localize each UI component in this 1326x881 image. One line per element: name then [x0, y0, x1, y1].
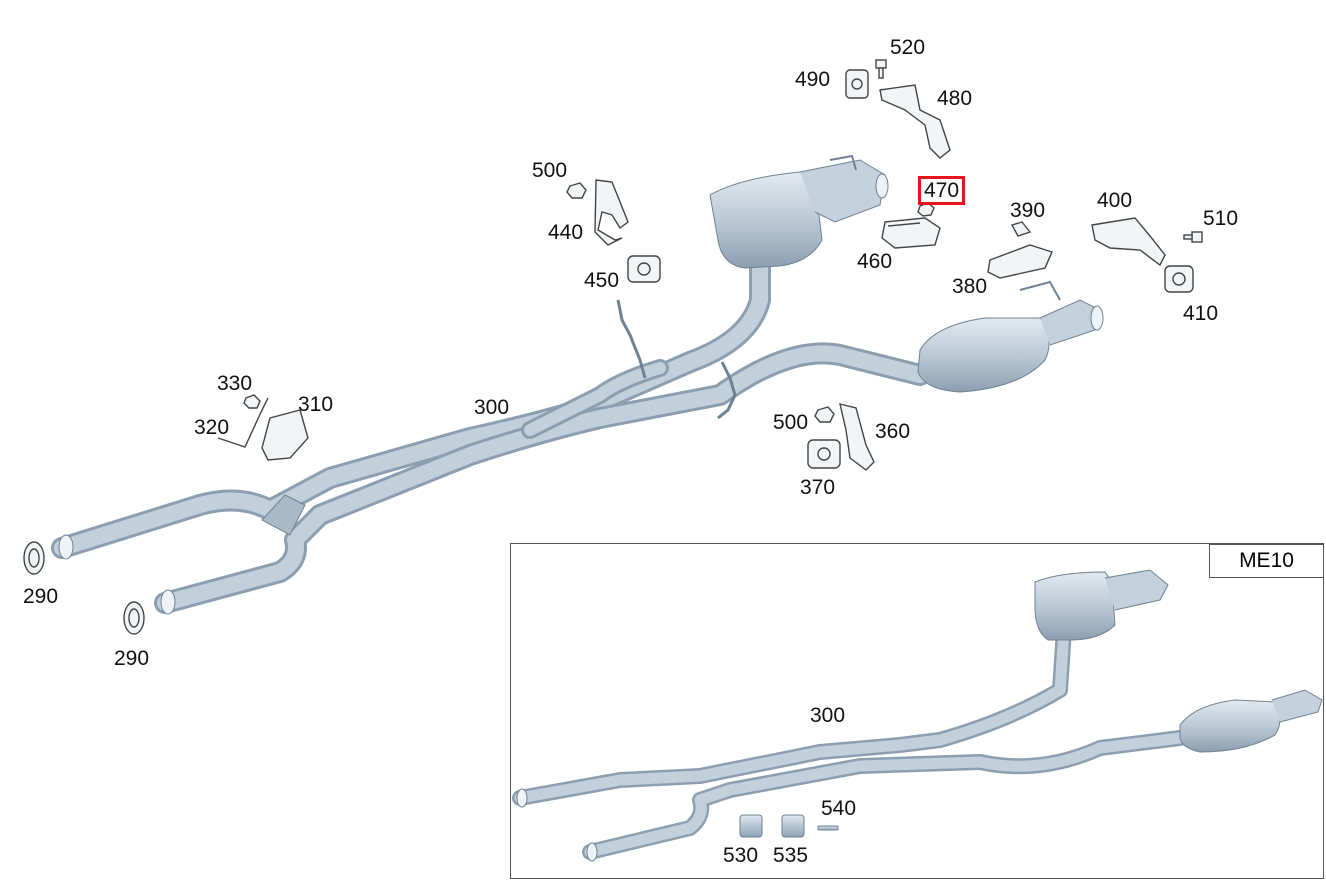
part-450-rubber-mount — [627, 255, 661, 283]
label-500-upper[interactable]: 500 — [532, 159, 568, 182]
part-530-sleeve — [739, 814, 763, 838]
label-310[interactable]: 310 — [298, 393, 334, 416]
inset-mufflers — [1034, 569, 1323, 753]
part-490-rubber-mount — [845, 69, 869, 99]
part-290-clamp-left — [23, 541, 45, 575]
label-390[interactable]: 390 — [1010, 199, 1046, 222]
label-510[interactable]: 510 — [1203, 207, 1239, 230]
label-480[interactable]: 480 — [937, 87, 973, 110]
label-530[interactable]: 530 — [723, 844, 759, 867]
label-520[interactable]: 520 — [890, 36, 926, 59]
hanger-mid-right — [717, 361, 737, 420]
exploded-parts — [23, 59, 1203, 635]
inset-loose-parts — [739, 814, 839, 838]
label-400[interactable]: 400 — [1097, 189, 1133, 212]
label-380[interactable]: 380 — [952, 275, 988, 298]
label-300-inset[interactable]: 300 — [810, 704, 846, 727]
label-300[interactable]: 300 — [474, 396, 510, 419]
part-390-clip — [1010, 221, 1032, 237]
y-junction-plate — [261, 494, 306, 536]
label-540[interactable]: 540 — [821, 797, 857, 820]
part-360-bracket — [839, 403, 875, 471]
inset-variant-label: ME10 — [1209, 544, 1324, 578]
label-320[interactable]: 320 — [194, 416, 230, 439]
part-510-bolt — [1183, 231, 1203, 243]
label-450[interactable]: 450 — [584, 269, 620, 292]
part-320-strap — [217, 397, 269, 448]
label-535[interactable]: 535 — [773, 844, 809, 867]
label-360[interactable]: 360 — [875, 420, 911, 443]
rear-muffler-left — [709, 154, 889, 269]
part-330-nut — [243, 394, 261, 409]
part-500-nut-lower — [814, 406, 835, 423]
inset-frame-me10 — [510, 543, 1324, 879]
part-290-clamp-right — [123, 601, 145, 635]
part-460-actuator — [881, 217, 941, 249]
part-400-bracket — [1091, 217, 1166, 267]
part-500-nut-upper — [566, 182, 587, 199]
inset-pipe-inlet-lower — [586, 842, 598, 862]
part-380-actuator — [987, 244, 1053, 279]
inset-pipe-inlet-upper — [516, 788, 528, 808]
label-290-right[interactable]: 290 — [114, 647, 150, 670]
rear-muffler-right — [917, 280, 1104, 393]
part-440-bracket — [594, 179, 629, 246]
label-290-left[interactable]: 290 — [23, 585, 59, 608]
label-460[interactable]: 460 — [857, 250, 893, 273]
part-480-bracket — [879, 84, 951, 159]
label-470-highlighted[interactable]: 470 — [918, 176, 966, 205]
inset-me10-pipes — [512, 622, 1188, 860]
label-370[interactable]: 370 — [800, 476, 836, 499]
main-exhaust-pipes — [51, 257, 931, 614]
part-540-pin — [817, 825, 839, 831]
label-490[interactable]: 490 — [795, 68, 831, 91]
label-330[interactable]: 330 — [217, 372, 253, 395]
part-310-actuator — [261, 409, 309, 461]
part-410-rubber-mount — [1164, 265, 1194, 293]
hanger-mid-left — [616, 299, 647, 379]
pipe-inlet-left — [58, 534, 74, 560]
part-520-bolt — [875, 59, 887, 79]
pipe-inlet-right — [160, 589, 176, 615]
label-440[interactable]: 440 — [548, 221, 584, 244]
label-500-lower[interactable]: 500 — [773, 411, 809, 434]
part-535-sleeve — [781, 814, 805, 838]
label-410[interactable]: 410 — [1183, 302, 1219, 325]
part-370-rubber-mount — [807, 439, 841, 469]
